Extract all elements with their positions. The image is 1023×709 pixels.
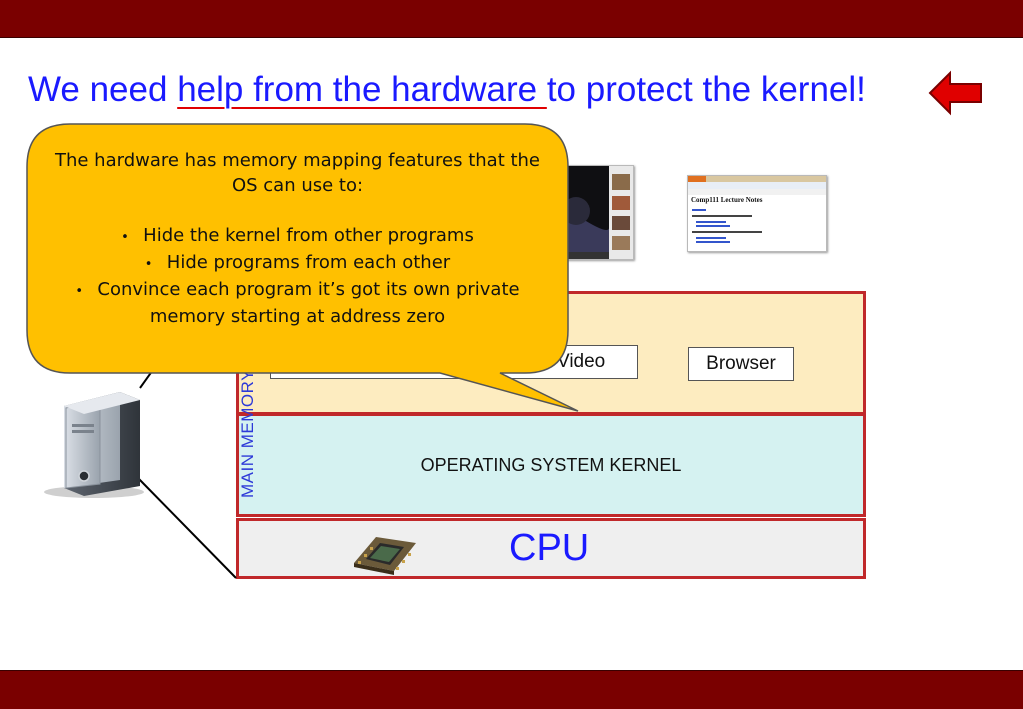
browser-thumbnail: Comp111 Lecture Notes: [687, 175, 827, 252]
bottom-banner: [0, 670, 1023, 709]
bullet-icon: •: [121, 230, 129, 245]
cpu-chip-icon: [354, 537, 416, 575]
left-arrow-icon: [928, 70, 982, 116]
callout-bullet: • Hide programs from each other: [40, 250, 555, 277]
callout-bullet-text: Hide the kernel from other programs: [143, 225, 474, 246]
callout-bullet: • Convince each program it’s got its own …: [40, 277, 555, 329]
cpu-region: [236, 518, 866, 579]
callout-intro: The hardware has memory mapping features…: [54, 150, 541, 196]
callout-bullet-text: Convince each program it’s got its own p…: [97, 279, 520, 327]
callout-bullet-text: Hide programs from each other: [166, 252, 451, 273]
title-after: to protect the kernel!: [546, 70, 866, 109]
callout-text: The hardware has memory mapping features…: [40, 148, 555, 329]
callout-bullet: • Hide the kernel from other programs: [40, 223, 555, 250]
kernel-region: [236, 413, 866, 517]
browser-program-box: Browser: [688, 347, 794, 381]
cpu-label: CPU: [509, 527, 590, 569]
browser-program-label: Browser: [706, 353, 776, 374]
bullet-icon: •: [75, 284, 84, 299]
kernel-label: OPERATING SYSTEM KERNEL: [420, 455, 682, 475]
browser-thumb-heading: Comp111 Lecture Notes: [691, 196, 763, 204]
bullet-icon: •: [144, 257, 153, 272]
top-banner: [0, 0, 1023, 38]
title-highlight: help from the hardware: [177, 70, 547, 109]
callout-bullet-list: • Hide the kernel from other programs • Hi…: [40, 223, 555, 329]
title-before: We need: [28, 70, 178, 109]
video-program-label: Video: [557, 351, 606, 372]
server-icon: [44, 392, 144, 498]
slide-title: We need help from the hardware to protec…: [28, 70, 866, 110]
